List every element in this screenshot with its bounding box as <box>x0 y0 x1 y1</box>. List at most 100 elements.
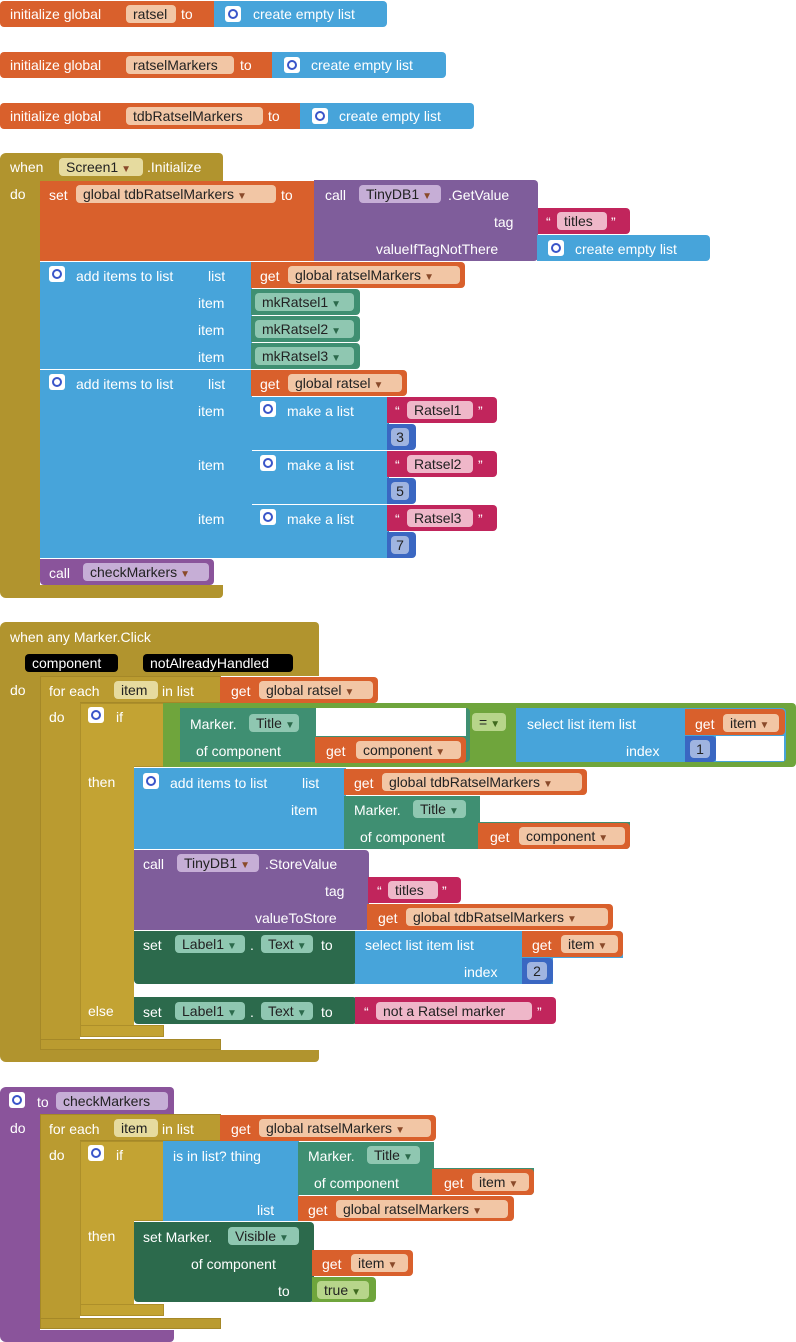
set-label-text-block[interactable] <box>134 997 357 1024</box>
text-value-field[interactable]: not a Ratsel marker <box>376 1002 532 1020</box>
if-rail <box>80 766 134 1030</box>
variable-dropdown[interactable]: item▼ <box>561 935 618 953</box>
variable-dropdown[interactable]: global ratselMarkers▼ <box>336 1200 508 1218</box>
variable-dropdown[interactable]: global ratselMarkers▼ <box>288 266 460 284</box>
number-field[interactable]: 3 <box>391 428 409 446</box>
create-empty-list-block[interactable] <box>537 235 710 261</box>
create-empty-list-block[interactable] <box>300 103 474 129</box>
text-value-field[interactable]: titles <box>388 881 438 899</box>
component-name: mkRatsel1 <box>262 294 329 310</box>
operator-dropdown[interactable]: =▼ <box>472 713 506 731</box>
gear-icon[interactable] <box>49 374 65 390</box>
chevron-down-icon: ▼ <box>373 380 384 391</box>
number-field[interactable]: 2 <box>527 962 547 980</box>
gear-icon[interactable] <box>88 707 104 723</box>
text-value-field[interactable]: Ratsel3 <box>407 509 473 527</box>
for-each-label: for each <box>49 683 100 699</box>
init-label: initialize global <box>10 6 102 22</box>
gear-icon[interactable] <box>260 401 276 417</box>
add-items-block[interactable] <box>134 768 346 849</box>
parameter-component[interactable]: component <box>25 654 118 672</box>
var-name-field[interactable]: ratsel <box>126 5 176 23</box>
tinydb-dropdown[interactable]: TinyDB1▼ <box>359 185 441 203</box>
chevron-down-icon: ▼ <box>331 326 342 337</box>
variable-dropdown[interactable]: global ratsel▼ <box>288 374 402 392</box>
index-label: index <box>626 743 660 759</box>
component-name: Label1 <box>182 1003 225 1019</box>
variable-name: global ratsel <box>266 682 342 698</box>
number-field[interactable]: 7 <box>391 536 409 554</box>
variable-dropdown[interactable]: global ratsel▼ <box>259 681 373 699</box>
parameter-not-already-handled[interactable]: notAlreadyHandled <box>143 654 293 672</box>
gear-icon[interactable] <box>284 57 300 73</box>
variable-dropdown[interactable]: global tdbRatselMarkers▼ <box>76 185 276 203</box>
property-dropdown[interactable]: Text▼ <box>261 935 313 953</box>
variable-dropdown[interactable]: global ratselMarkers▼ <box>259 1119 431 1137</box>
var-name-field[interactable]: ratselMarkers <box>126 56 234 74</box>
gear-icon[interactable] <box>312 108 328 124</box>
procedure-dropdown[interactable]: checkMarkers▼ <box>83 563 209 581</box>
text-value-field[interactable]: titles <box>557 212 607 230</box>
chevron-down-icon: ▼ <box>236 191 247 202</box>
variable-dropdown[interactable]: global tdbRatselMarkers▼ <box>406 908 608 926</box>
variable-dropdown[interactable]: component▼ <box>356 741 461 759</box>
gear-icon[interactable] <box>88 1145 104 1161</box>
variable-dropdown[interactable]: item▼ <box>723 714 779 732</box>
variable-dropdown[interactable]: item▼ <box>351 1254 408 1272</box>
tinydb-name: TinyDB1 <box>366 186 420 202</box>
property-dropdown[interactable]: Title▼ <box>249 714 299 732</box>
loop-variable-field[interactable]: item <box>114 1119 158 1137</box>
set-label-text-block[interactable] <box>134 931 357 984</box>
component-dropdown[interactable]: mkRatsel2▼ <box>255 320 354 338</box>
variable-dropdown[interactable]: component▼ <box>519 827 625 845</box>
create-empty-list-block[interactable] <box>272 52 446 78</box>
component-dropdown[interactable]: mkRatsel3▼ <box>255 347 354 365</box>
is-in-list-block[interactable] <box>163 1141 299 1221</box>
gear-icon[interactable] <box>548 240 564 256</box>
property-dropdown[interactable]: Title▼ <box>413 800 466 818</box>
component-dropdown[interactable]: mkRatsel1▼ <box>255 293 354 311</box>
component-dropdown[interactable]: Screen1▼ <box>59 158 143 176</box>
variable-dropdown[interactable]: global tdbRatselMarkers▼ <box>382 773 582 791</box>
list-label: list <box>302 775 320 791</box>
boolean-dropdown[interactable]: true▼ <box>317 1281 369 1299</box>
text-value-field[interactable]: Ratsel1 <box>407 401 473 419</box>
variable-name: global ratsel <box>295 375 371 391</box>
text-value-field[interactable]: Ratsel2 <box>407 455 473 473</box>
loop-variable-field[interactable]: item <box>114 681 158 699</box>
if-rail <box>80 1220 134 1308</box>
gear-icon[interactable] <box>260 509 276 525</box>
procedure-left-rail <box>0 1113 40 1331</box>
variable-name: component <box>526 828 596 844</box>
set-marker-label: set Marker. <box>143 1229 213 1245</box>
gear-icon[interactable] <box>9 1092 25 1108</box>
gear-icon[interactable] <box>260 455 276 471</box>
number-field[interactable]: 1 <box>690 740 710 758</box>
create-empty-list-block[interactable] <box>214 1 387 27</box>
var-name-field[interactable]: tdbRatselMarkers <box>126 107 263 125</box>
add-items-block[interactable] <box>40 262 252 369</box>
gear-icon[interactable] <box>225 6 241 22</box>
number-field[interactable]: 5 <box>391 482 409 500</box>
boolean-value: true <box>324 1282 349 1298</box>
then-label: then <box>88 1228 116 1244</box>
property-dropdown[interactable]: Title▼ <box>367 1146 420 1164</box>
property-dropdown[interactable]: Text▼ <box>261 1002 313 1020</box>
get-label: get <box>326 743 346 759</box>
of-component-label: of component <box>196 743 281 759</box>
variable-name: component <box>363 742 433 758</box>
variable-name: item <box>568 936 595 952</box>
gear-icon[interactable] <box>49 266 65 282</box>
procedure-name-field[interactable]: checkMarkers <box>56 1092 168 1110</box>
component-dropdown[interactable]: Label1▼ <box>175 935 245 953</box>
init-global-ratsel[interactable] <box>0 1 218 27</box>
gear-icon[interactable] <box>143 773 159 789</box>
add-items-block[interactable] <box>40 370 252 558</box>
component-dropdown[interactable]: Label1▼ <box>175 1002 245 1020</box>
tinydb-dropdown[interactable]: TinyDB1▼ <box>177 854 259 872</box>
property-dropdown[interactable]: Visible▼ <box>228 1227 299 1245</box>
variable-dropdown[interactable]: item▼ <box>472 1173 529 1191</box>
property-name: Title <box>374 1147 400 1163</box>
event-bottom <box>0 585 223 598</box>
variable-name: global tdbRatselMarkers <box>389 774 540 790</box>
